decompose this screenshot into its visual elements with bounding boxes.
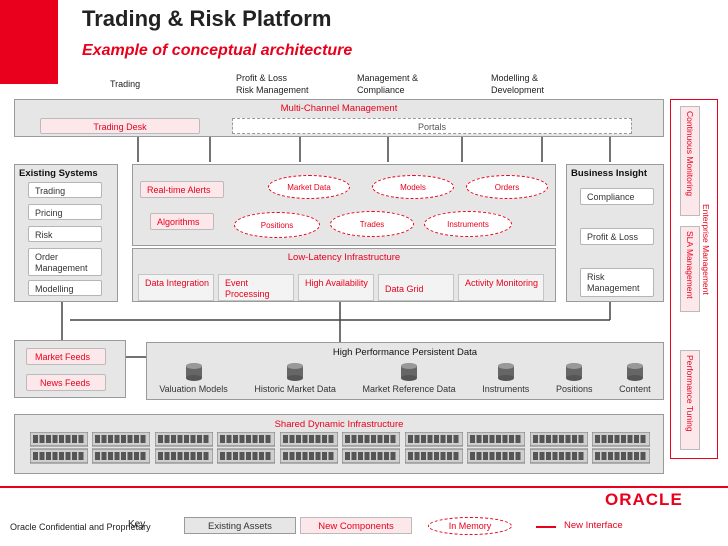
key-existing-assets: Existing Assets: [184, 517, 296, 534]
enterprise-performance-tuning: Performance Tuning: [680, 350, 700, 450]
database-icon: [625, 362, 645, 382]
database-icon: [399, 362, 419, 382]
footer-divider: [0, 486, 728, 488]
existing-item-risk: Risk: [28, 226, 102, 242]
oval-orders: Orders: [466, 175, 548, 199]
store-positions: Positions: [556, 362, 593, 398]
infra-data-grid: Data Grid: [378, 274, 454, 301]
insight-risk-management: Risk Management: [580, 268, 654, 297]
news-feeds: News Feeds: [26, 374, 106, 391]
multichannel-title: Multi-Channel Management: [15, 103, 663, 114]
store-historic-market-data: Historic Market Data: [254, 362, 336, 398]
trading-desk: Trading Desk: [40, 118, 200, 134]
server-icon: [92, 432, 150, 464]
oval-market-data: Market Data: [268, 175, 350, 199]
existing-item-pricing: Pricing: [28, 204, 102, 220]
server-icon: [592, 432, 650, 464]
store-content: Content: [619, 362, 651, 398]
key-label: Key: [128, 519, 145, 530]
existing-item-modelling: Modelling: [28, 280, 102, 296]
portals-box: Portals: [232, 118, 632, 134]
business-insight-title: Business Insight: [571, 168, 663, 179]
database-icon: [285, 362, 305, 382]
shared-infrastructure-title: Shared Dynamic Infrastructure: [15, 419, 663, 430]
server-icon: [280, 432, 338, 464]
server-icon: [467, 432, 525, 464]
insight-profit-loss: Profit & Loss: [580, 228, 654, 245]
oracle-logo: ORACLE: [605, 490, 683, 510]
oval-models: Models: [372, 175, 454, 199]
key-new-interface-line: [536, 526, 556, 528]
key-new-interface: New Interface: [564, 520, 623, 531]
server-rack-row: [30, 432, 650, 468]
key-new-components: New Components: [300, 517, 412, 534]
oval-positions: Positions: [234, 212, 320, 238]
server-icon: [30, 432, 88, 464]
oval-trades: Trades: [330, 211, 414, 237]
server-icon: [405, 432, 463, 464]
infra-high-availability: High Availability: [298, 274, 374, 301]
database-icon: [564, 362, 584, 382]
key-in-memory: In Memory: [428, 517, 512, 535]
server-icon: [155, 432, 213, 464]
market-feeds: Market Feeds: [26, 348, 106, 365]
infra-activity-monitoring: Activity Monitoring: [458, 274, 544, 301]
infra-event-processing: Event Processing: [218, 274, 294, 301]
insight-compliance: Compliance: [580, 188, 654, 205]
persistent-stores: Valuation Models Historic Market Data Ma…: [146, 362, 664, 398]
existing-item-order-management: Order Management: [28, 248, 102, 276]
server-icon: [342, 432, 400, 464]
existing-item-trading: Trading: [28, 182, 102, 198]
oval-instruments: Instruments: [424, 211, 512, 237]
enterprise-continuous-monitoring: Continuous Monitoring: [680, 106, 700, 216]
server-icon: [217, 432, 275, 464]
database-icon: [184, 362, 204, 382]
enterprise-sla-management: SLA Management: [680, 226, 700, 312]
enterprise-management-title: Enterprise Management: [701, 204, 711, 295]
low-latency-title: Low-Latency Infrastructure: [133, 252, 555, 263]
infra-data-integration: Data Integration: [138, 274, 214, 301]
persistent-data-title: High Performance Persistent Data: [147, 347, 663, 358]
existing-systems-title: Existing Systems: [19, 168, 117, 179]
realtime-alerts: Real-time Alerts: [140, 181, 224, 198]
store-valuation-models: Valuation Models: [159, 362, 227, 398]
database-icon: [496, 362, 516, 382]
server-icon: [530, 432, 588, 464]
store-market-reference-data: Market Reference Data: [363, 362, 456, 398]
store-instruments: Instruments: [482, 362, 529, 398]
algorithms: Algorithms: [150, 213, 214, 230]
